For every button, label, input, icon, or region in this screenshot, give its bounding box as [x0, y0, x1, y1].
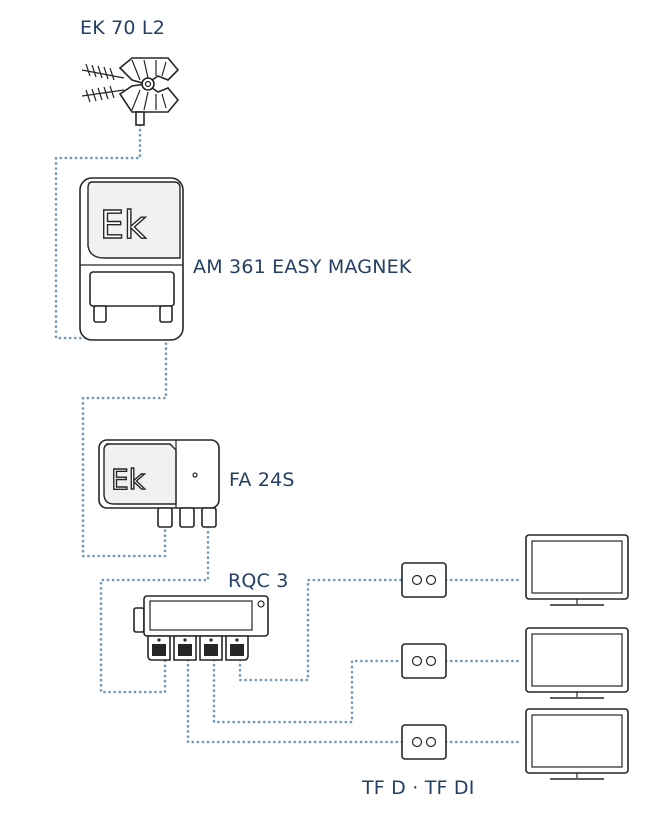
cable-amplifier-to-splitter — [81, 316, 168, 558]
antenna-label: EK 70 L2 — [80, 17, 165, 39]
switch-port-group — [147, 635, 249, 661]
amplifier-icon: Ek — [79, 177, 184, 341]
amplifier-logo: Ek — [100, 203, 146, 247]
wall-outlet-icon — [401, 643, 447, 679]
amplifier-label: AM 361 EASY MAGNEK — [193, 256, 412, 278]
splitter-logo: Ek — [111, 463, 146, 496]
wall-outlet-icon — [401, 562, 447, 598]
switch-label: RQC 3 — [228, 570, 289, 592]
cable-switch-out-1 — [238, 578, 522, 682]
splitter-icon: Ek — [98, 439, 220, 528]
antenna-icon — [81, 57, 180, 126]
tv-monitor-icon — [525, 534, 629, 606]
wall-outlet-icon — [401, 724, 447, 760]
splitter-label: FA 24S — [229, 469, 295, 491]
tv-monitor-icon — [525, 627, 629, 699]
tv-monitor-icon — [525, 708, 629, 780]
cable-switch-out-3 — [186, 658, 522, 744]
cable-splitter-to-switch — [99, 525, 210, 694]
outlets-label: TF D · TF DI — [361, 777, 475, 799]
cable-switch-out-2 — [212, 658, 522, 724]
multiswitch-icon — [133, 595, 269, 661]
